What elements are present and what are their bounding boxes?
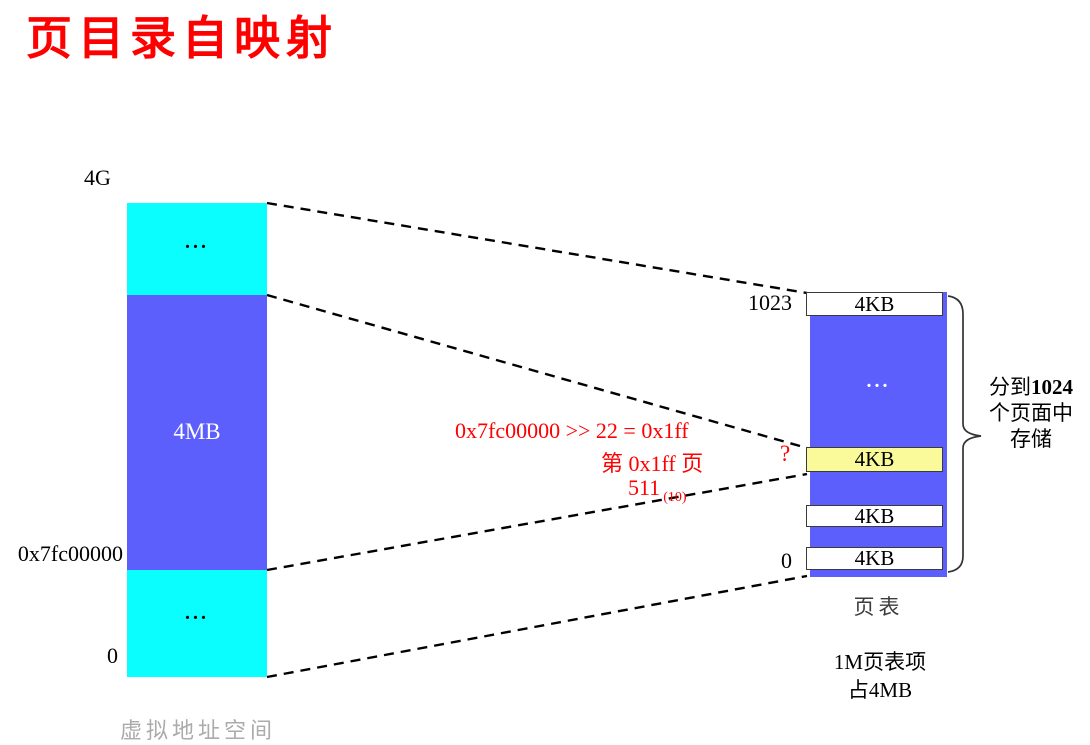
brace-annotation-line2: 个页面中 — [989, 401, 1073, 425]
virtual-address-space-bar: ... 4MB ... — [127, 203, 267, 677]
calc-shift-expression: 0x7fc00000 >> 22 = 0x1ff — [455, 418, 689, 443]
vspace-4mb-label: 4MB — [173, 419, 221, 444]
vspace-upper-ellipsis: ... — [185, 231, 209, 253]
brace-note-prefix: 分到 — [989, 375, 1031, 399]
page-table-size-note-line2: 占4MB — [847, 678, 913, 702]
calc-page-number-line: 第 0x1ff 页 — [601, 451, 704, 476]
question-mark: ? — [780, 441, 791, 466]
vspace-lower-ellipsis: ... — [185, 602, 209, 624]
label-zero-vspace: 0 — [107, 643, 118, 668]
dash-line-lower-mid — [266, 472, 808, 572]
page-table-size-note-line1: 1M页表项 — [833, 650, 927, 674]
page-cell-1: 4KB — [806, 505, 943, 527]
calc-value-511: 511 — [628, 475, 661, 500]
calc-decimal-value: 511(10) — [628, 475, 687, 506]
slide-title: 页目录自映射 — [26, 13, 338, 64]
brace-annotation: 分到1024 个页面中 存储 — [975, 374, 1087, 452]
calc-base-subscript: (10) — [663, 490, 687, 505]
label-index-1023: 1023 — [748, 290, 792, 315]
brace-note-1024: 1024 — [1031, 375, 1073, 399]
dash-line-top — [266, 201, 808, 295]
virtual-address-space-caption: 虚拟地址空间 — [120, 718, 277, 743]
page-cell-0: 4KB — [806, 547, 943, 570]
dash-line-bottom — [266, 574, 808, 679]
label-0x7fc00000: 0x7fc00000 — [17, 541, 123, 566]
page-cell-1023: 4KB — [806, 292, 943, 316]
label-4g: 4G — [84, 165, 111, 190]
vspace-lower-region: ... — [127, 570, 267, 677]
vspace-page-table-region — [127, 295, 267, 570]
label-index-0: 0 — [781, 548, 792, 573]
brace-annotation-line3: 存储 — [1010, 427, 1052, 451]
page-table-size-note: 1M页表项 占4MB — [790, 648, 970, 704]
page-table-stack: 4KB ... 4KB 4KB 4KB — [806, 292, 947, 577]
page-cell-directory-highlight: 4KB — [806, 447, 943, 472]
brace-annotation-line1: 分到1024 — [975, 374, 1087, 400]
page-table-ellipsis: ... — [866, 370, 891, 392]
vspace-upper-region: ... — [127, 203, 267, 295]
page-table-caption: 页表 — [853, 595, 904, 619]
